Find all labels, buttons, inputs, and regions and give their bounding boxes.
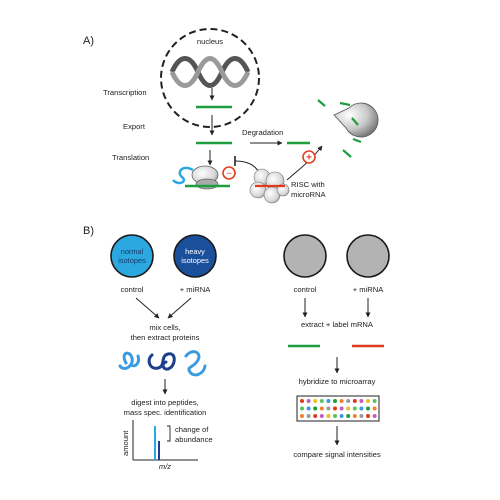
array-spot (339, 414, 344, 418)
minus-badge (222, 166, 236, 180)
array-spot (366, 406, 370, 411)
nascent-peptide (172, 166, 194, 185)
mix-arrow-left (135, 297, 160, 319)
change-label-2: abundance (175, 435, 213, 444)
panel-a-label: A) (83, 35, 94, 47)
array-spot (319, 406, 324, 411)
mix-arrow-right (167, 297, 192, 319)
array-spot (326, 414, 331, 418)
change-label-1: change of (175, 425, 209, 434)
risc-label-1: RISC with (291, 180, 325, 189)
panel-b-label: B) (83, 225, 94, 237)
mz-axis-label: m/z (159, 462, 171, 471)
array-spot (372, 399, 377, 403)
transcript-mirna-label: + miRNA (353, 285, 385, 294)
heavy-label-2: isotopes (181, 256, 209, 265)
degradation-complex (333, 102, 379, 138)
array-spot (339, 399, 344, 403)
translation-label: Translation (112, 153, 149, 162)
array-spot (366, 399, 370, 403)
array-spot (326, 406, 331, 411)
array-spot (352, 414, 357, 418)
mrna-fragments (317, 99, 362, 158)
mirna-cell-gray (346, 234, 390, 278)
promote-arrow (286, 145, 323, 181)
array-spot (372, 406, 377, 411)
plus-badge (302, 150, 316, 164)
nucleus-boundary (160, 28, 260, 128)
normal-label-1: normal (121, 247, 144, 256)
degradation-label: Degradation (242, 128, 283, 137)
array-spot (352, 406, 357, 411)
mix-label-2: then extract proteins (131, 333, 200, 342)
array-spot (333, 399, 337, 403)
array-spot (359, 399, 364, 403)
compare-label: compare signal intensities (293, 450, 381, 459)
array-spot (306, 406, 311, 411)
array-spot (346, 414, 351, 418)
export-label: Export (123, 122, 146, 131)
heavy-label-1: heavy (185, 247, 205, 256)
digest-label-2: mass spec. identification (124, 408, 207, 417)
array-spot (333, 414, 337, 418)
array-spot (346, 406, 351, 411)
hybridize-label: hybridize to microarray (299, 377, 376, 386)
array-spot (319, 399, 324, 403)
mass-spectrum (132, 420, 198, 461)
transcript-control-label: control (294, 285, 317, 294)
abundance-bracket (167, 425, 171, 442)
array-spot (326, 399, 331, 403)
mix-label-1: mix cells, (149, 323, 180, 332)
array-spot (313, 406, 318, 411)
transcription-label: Transcription (103, 88, 147, 97)
microarray-slide (296, 395, 380, 422)
array-spot (300, 414, 304, 418)
proteomics-control-label: control (121, 285, 144, 294)
ribosome-small-subunit (195, 178, 219, 190)
risc-label-2: microRNA (291, 190, 327, 199)
array-spot (333, 406, 337, 411)
array-spot (300, 406, 304, 411)
proteomics-mirna-label: + miRNA (180, 285, 212, 294)
normal-label-2: isotopes (118, 256, 146, 265)
digest-label-1: digest into peptides, (131, 398, 199, 407)
extract-label: extract + label mRNA (301, 320, 374, 329)
protein-mixture (118, 350, 207, 377)
array-spot (313, 414, 318, 418)
heavy-isotopes-cell (173, 234, 217, 278)
array-spot (306, 399, 311, 403)
array-spot (352, 399, 357, 403)
dna-helix (169, 56, 251, 88)
array-spot (359, 414, 364, 418)
risc-complex (249, 168, 290, 204)
control-cell-gray (283, 234, 327, 278)
normal-isotopes-cell (110, 234, 154, 278)
array-spot (313, 399, 318, 403)
array-spot (346, 399, 351, 403)
microarray-spots (300, 399, 377, 418)
minus-sign: − (226, 169, 232, 180)
array-spot (366, 414, 370, 418)
array-spot (359, 406, 364, 411)
array-spot (372, 414, 377, 418)
array-spot (339, 406, 344, 411)
array-spot (319, 414, 324, 418)
array-spot (306, 414, 311, 418)
amount-axis-label: amount (121, 430, 130, 456)
plus-sign: + (306, 153, 312, 164)
array-spot (300, 399, 304, 403)
nucleus-label: nucleus (197, 37, 223, 46)
